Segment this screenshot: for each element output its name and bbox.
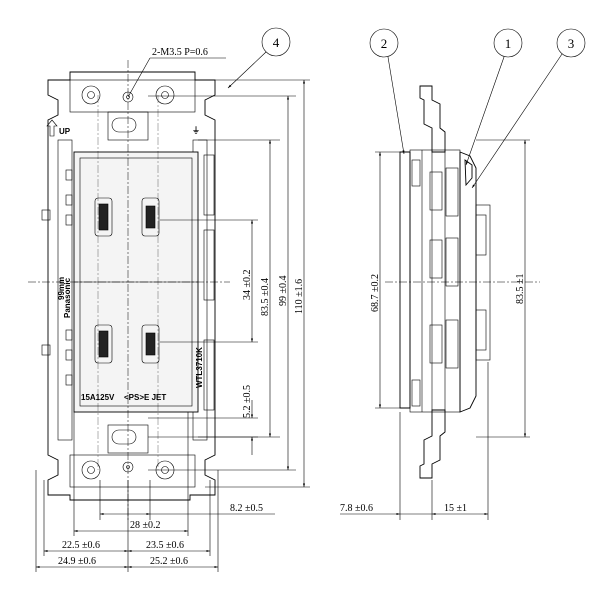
screw-hole-top-left <box>81 85 101 105</box>
svg-text:2: 2 <box>381 36 388 51</box>
ground-mark-icon: ⏚ <box>192 126 200 135</box>
rating-label: 15A125V <box>81 393 115 402</box>
dim-23-5: 23.5 ±0.6 <box>146 540 184 551</box>
dim-22-5: 22.5 ±0.6 <box>62 540 100 551</box>
outlet-slot-lower-right <box>141 324 160 364</box>
side-frame-plate <box>399 151 411 409</box>
dim-25-2: 25.2 ±0.6 <box>150 556 188 567</box>
callout-4: 4 <box>227 27 291 89</box>
svg-text:4: 4 <box>273 35 280 50</box>
front-view: UP ⏚ Panasonic 99mm WTL3710K 15A125V <PS… <box>28 47 230 520</box>
dim-110: 110 ±1.6 <box>294 279 305 314</box>
callout-3: 3 <box>471 28 586 189</box>
screw-spec-label: 2-M3.5 P=0.6 <box>152 47 208 58</box>
brand-label: Panasonic <box>63 277 72 318</box>
mounting-slot-bottom <box>111 429 137 445</box>
dim-34: 34 ±0.2 <box>242 270 253 301</box>
dim-28: 28 ±0.2 <box>130 520 161 531</box>
up-arrow-icon <box>46 119 58 137</box>
svg-text:3: 3 <box>568 36 575 51</box>
outlet-slot-upper-left <box>94 197 113 237</box>
dim-15: 15 ±1 <box>444 503 467 514</box>
outlet-slot-upper-right <box>141 197 160 237</box>
dim-83-side: 83.5 ±1 <box>515 274 526 305</box>
front-dimensions: 34 ±0.2 83.5 ±0.4 99 ±0.4 110 ±1.6 5.2 ±… <box>35 79 310 572</box>
dim-24-9: 24.9 ±0.6 <box>58 556 96 567</box>
side-back-body <box>475 204 491 361</box>
screw-hole-top-right <box>155 85 175 105</box>
dim-5-2: 5.2 ±0.5 <box>242 385 253 418</box>
svg-text:1: 1 <box>505 36 512 51</box>
model-label: WTL3710K <box>195 347 204 388</box>
dim-99: 99 ±0.4 <box>278 276 289 307</box>
dim-83-front: 83.5 ±0.4 <box>260 278 271 316</box>
mounting-slot-top <box>111 117 137 133</box>
outlet-slot-lower-left <box>94 324 113 364</box>
screw-hole-bottom-left <box>81 460 101 480</box>
side-view: 68.7 ±0.2 83.5 ±1 7.8 ±0.6 15 ±1 <box>340 85 540 520</box>
pse-mark: <PS>E JET <box>124 393 166 402</box>
strip-gauge-label: 99mm <box>57 277 66 300</box>
dim-7-8: 7.8 ±0.6 <box>340 503 373 514</box>
side-body <box>409 149 461 413</box>
dim-68-7: 68.7 ±0.2 <box>370 274 381 312</box>
callout-1: 1 <box>465 28 523 166</box>
up-label: UP <box>59 127 71 136</box>
callout-2: 2 <box>369 28 405 155</box>
dim-8-2: 8.2 ±0.5 <box>230 503 263 514</box>
